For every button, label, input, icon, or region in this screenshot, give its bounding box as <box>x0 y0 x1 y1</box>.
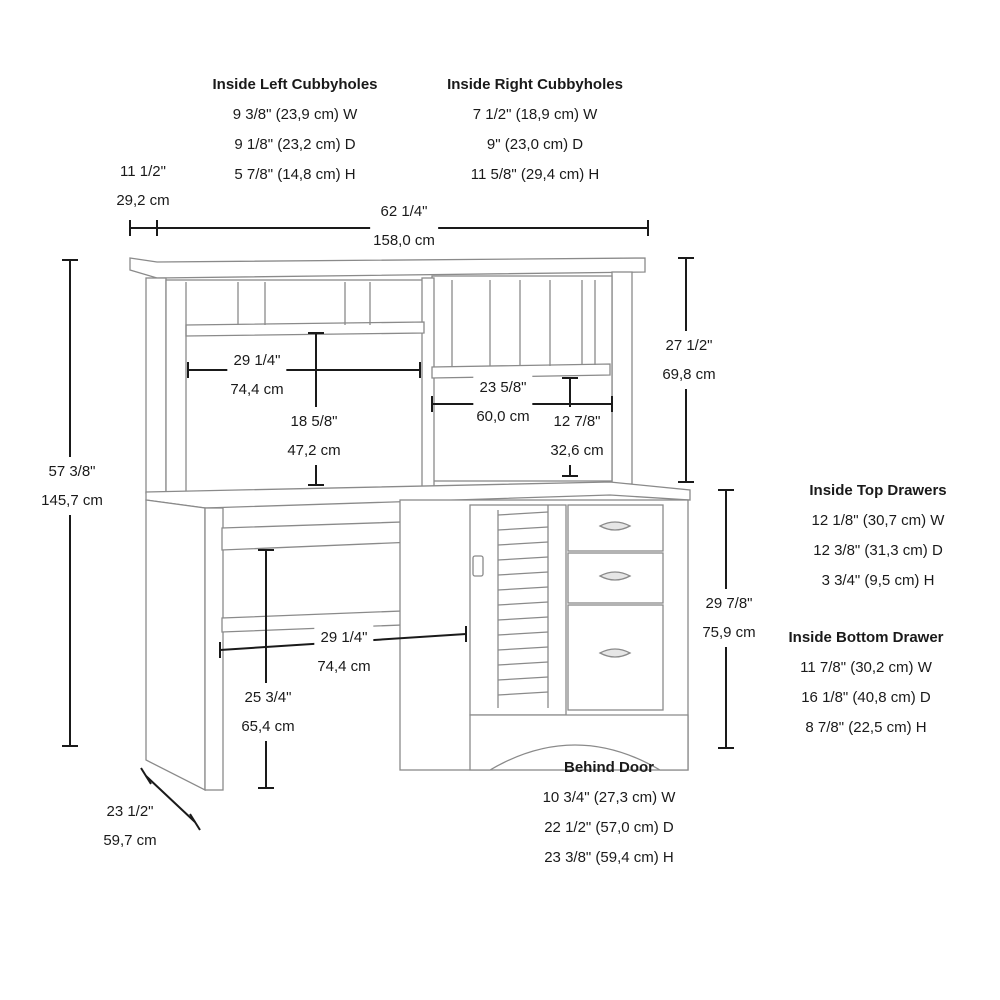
spec-line: 23 3/8" (59,4 cm) H <box>544 849 674 866</box>
dim-metric: 29,2 cm <box>116 192 170 209</box>
spec-line: 9" (23,0 cm) D <box>486 136 584 153</box>
spec-title: Inside Bottom Drawer <box>788 629 944 646</box>
drawer-pull-icon <box>598 571 632 581</box>
dim-imperial: 27 1/2" <box>665 337 713 354</box>
dim-metric: 74,4 cm <box>230 381 284 398</box>
spec-behind-door: Behind Door 10 3/4" (27,3 cm) W 22 1/2" … <box>543 753 676 873</box>
spec-line: 11 5/8" (29,4 cm) H <box>470 166 600 183</box>
dim-metric: 59,7 cm <box>103 832 157 849</box>
dim-knee-width: 29 1/4" 74,4 cm <box>314 623 374 681</box>
spec-inside-bottom-drawer: Inside Bottom Drawer 11 7/8" (30,2 cm) W… <box>788 623 943 743</box>
dim-overall-height: 57 3/8" 145,7 cm <box>38 457 106 515</box>
dim-imperial: 29 1/4" <box>320 629 368 646</box>
hutch-divider <box>421 277 435 491</box>
spec-title: Behind Door <box>564 759 654 776</box>
dim-imperial: 18 5/8" <box>290 413 338 430</box>
spec-line: 8 7/8" (22,5 cm) H <box>805 719 927 736</box>
dim-imperial: 12 7/8" <box>553 413 601 430</box>
dim-metric: 60,0 cm <box>476 408 530 425</box>
spec-title: Inside Top Drawers <box>809 482 947 499</box>
dim-imperial: 23 5/8" <box>479 379 527 396</box>
spec-line: 5 7/8" (14,8 cm) H <box>234 166 356 183</box>
spec-line: 3 3/4" (9,5 cm) H <box>821 572 935 589</box>
dim-depth: 23 1/2" 59,7 cm <box>100 797 159 855</box>
dim-metric: 47,2 cm <box>287 442 341 459</box>
hutch-crown <box>129 257 646 279</box>
spec-title: Inside Right Cubbyholes <box>447 76 623 93</box>
dim-hutch-right-width: 23 5/8" 60,0 cm <box>473 373 533 431</box>
left-cubby-shelf <box>185 321 425 337</box>
dim-hutch-left-width: 29 1/4" 74,4 cm <box>227 346 287 404</box>
dim-imperial: 29 7/8" <box>705 595 753 612</box>
dim-metric: 69,8 cm <box>662 366 716 383</box>
spec-line: 16 1/8" (40,8 cm) D <box>801 689 931 706</box>
dim-hutch-left-height: 18 5/8" 47,2 cm <box>284 407 344 465</box>
spec-inside-right-cubbyholes: Inside Right Cubbyholes 7 1/2" (18,9 cm)… <box>447 70 623 190</box>
spec-line: 22 1/2" (57,0 cm) D <box>544 819 674 836</box>
spec-line: 11 7/8" (30,2 cm) W <box>800 659 932 676</box>
dim-imperial: 23 1/2" <box>106 803 154 820</box>
spec-line: 9 3/8" (23,9 cm) W <box>232 106 358 123</box>
drawer-pull-icon <box>598 521 632 531</box>
dim-imperial: 29 1/4" <box>233 352 281 369</box>
dim-metric: 65,4 cm <box>241 718 295 735</box>
dim-imperial: 11 1/2" <box>120 163 166 180</box>
dim-desk-height: 29 7/8" 75,9 cm <box>699 589 759 647</box>
drawer-pull-icon <box>598 648 632 658</box>
spec-line: 10 3/4" (27,3 cm) W <box>542 789 676 806</box>
hutch-right-side <box>611 271 633 485</box>
dim-top-offset: 11 1/2" 29,2 cm <box>113 157 172 215</box>
dim-imperial: 57 3/8" <box>48 463 96 480</box>
dim-imperial: 62 1/4" <box>380 203 428 220</box>
dim-metric: 75,9 cm <box>702 624 756 641</box>
file-slots <box>497 505 549 708</box>
dim-metric: 32,6 cm <box>550 442 604 459</box>
door-handle <box>472 555 484 577</box>
spec-line: 7 1/2" (18,9 cm) W <box>472 106 598 123</box>
dim-metric: 145,7 cm <box>41 492 103 509</box>
spec-inside-top-drawers: Inside Top Drawers 12 1/8" (30,7 cm) W 1… <box>809 476 946 596</box>
dim-knee-height: 25 3/4" 65,4 cm <box>238 683 298 741</box>
dim-metric: 74,4 cm <box>317 658 371 675</box>
dim-metric: 158,0 cm <box>373 232 435 249</box>
spec-line: 9 1/8" (23,2 cm) D <box>234 136 356 153</box>
desk-left-panel <box>145 499 206 792</box>
spec-title: Inside Left Cubbyholes <box>212 76 378 93</box>
spec-line: 12 1/8" (30,7 cm) W <box>811 512 945 529</box>
dim-overall-width: 62 1/4" 158,0 cm <box>370 197 438 255</box>
spec-line: 12 3/8" (31,3 cm) D <box>813 542 943 559</box>
hutch-left-bay <box>165 279 429 493</box>
base-arch <box>469 714 689 771</box>
dim-hutch-right-height: 12 7/8" 32,6 cm <box>547 407 607 465</box>
spec-inside-left-cubbyholes: Inside Left Cubbyholes 9 3/8" (23,9 cm) … <box>212 70 377 190</box>
dim-imperial: 25 3/4" <box>244 689 292 706</box>
hutch-left-side <box>145 277 167 494</box>
door-panel <box>469 504 567 716</box>
dim-hutch-height: 27 1/2" 69,8 cm <box>659 331 719 389</box>
